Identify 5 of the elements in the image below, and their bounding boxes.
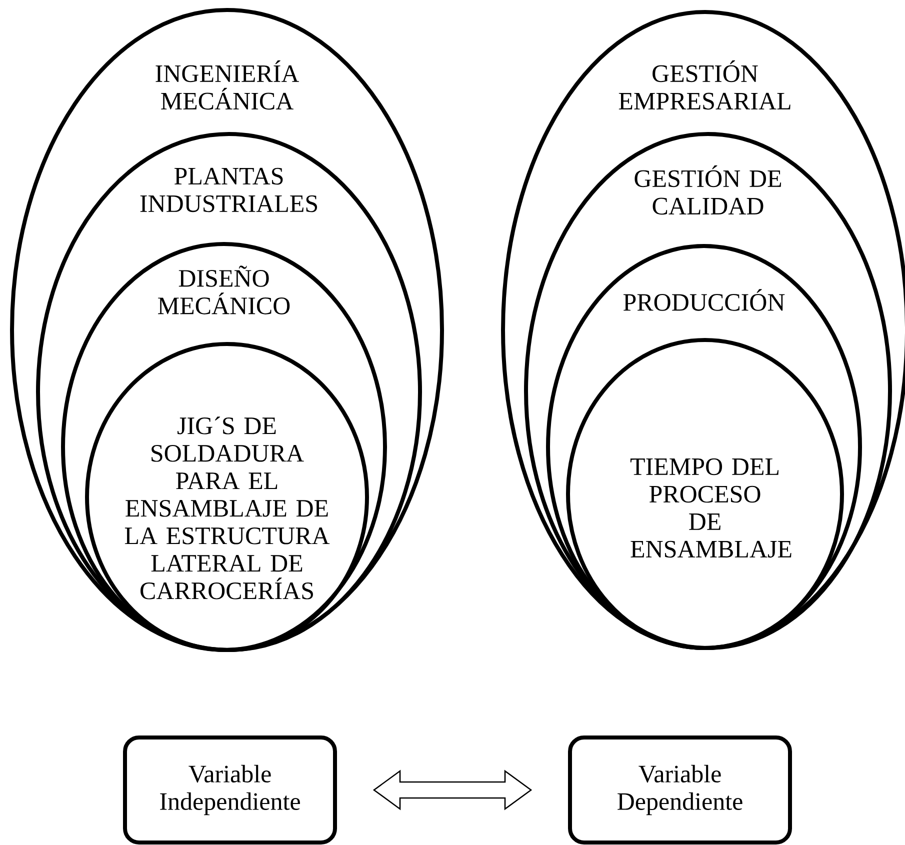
variable-box: Variable Independiente	[123, 735, 337, 844]
double-arrow	[372, 770, 532, 810]
ellipse-node: TIEMPO DEL PROCESO DE ENSAMBLAJE	[566, 338, 844, 650]
ellipse-node: JIG´S DE SOLDADURA PARA EL ENSAMBLAJE DE LA ESTRUCTURA LATERAL DE CARROCERÍAS	[85, 342, 369, 652]
variable-box: Variable Dependiente	[568, 735, 792, 844]
